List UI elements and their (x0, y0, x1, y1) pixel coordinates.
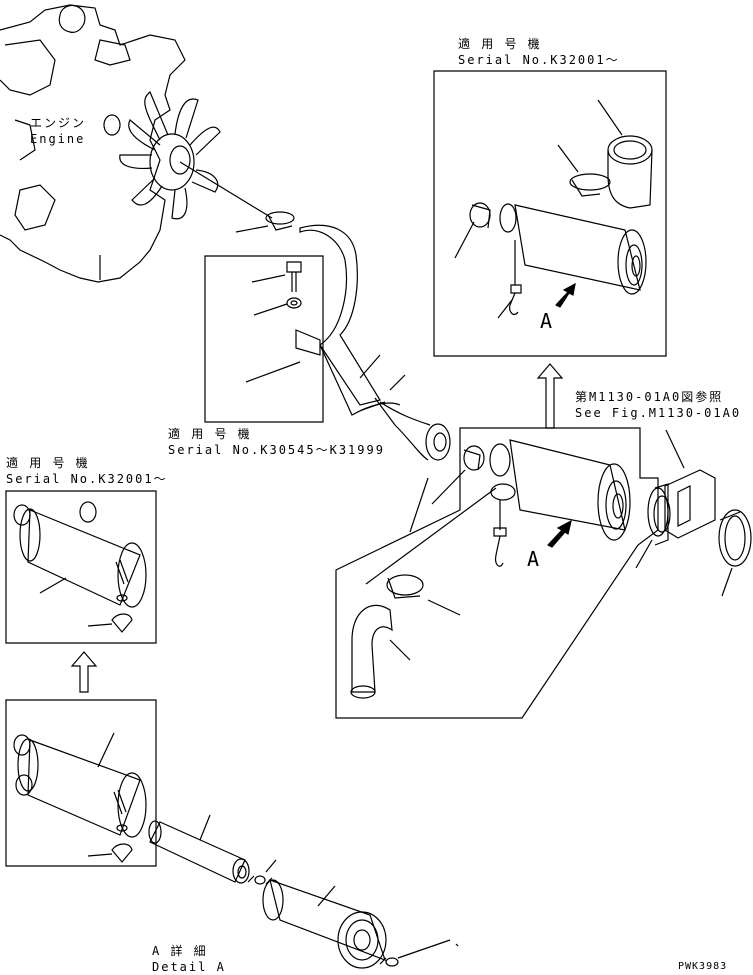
lower-left-air-cleaner (14, 733, 146, 862)
duct-see-fig (636, 430, 751, 596)
main-lower-elbow (351, 605, 410, 698)
hollow-arrow-up-right (538, 364, 562, 428)
top-letter-a: A (540, 309, 553, 333)
bolt-washer-group (246, 262, 301, 382)
main-direction-arrow-icon (548, 521, 571, 547)
top-elbow-hose (598, 100, 652, 208)
top-direction-arrow-icon (556, 284, 575, 307)
drawing-code: PWK3983 (678, 961, 728, 972)
engine-clamp (180, 162, 294, 232)
detail-a-endnut (380, 940, 458, 966)
engine-label-en: Engine (30, 132, 86, 146)
main-letter-a: A (527, 547, 540, 571)
main-detail-box (336, 428, 658, 718)
mid-detail-box (205, 256, 323, 422)
mid-applicable-en: Serial No.K30545～K31999 (168, 443, 385, 457)
top-serial-box (434, 71, 666, 356)
left-top-air-cleaner (14, 502, 146, 632)
left-applicable-jp: 適 用 号 機 (6, 456, 90, 470)
lower-left-box (6, 700, 156, 866)
main-lower-clamp (387, 575, 460, 615)
hose-elbow-to-cleaner (380, 402, 450, 460)
top-applicable-en: Serial No.K32001～ (458, 53, 620, 67)
main-leader-lines (366, 470, 496, 584)
top-air-cleaner (455, 203, 646, 318)
engine-label-jp: エンジン (30, 116, 87, 130)
cooling-fan (120, 92, 220, 219)
left-serial-box (6, 491, 156, 643)
see-fig-jp: 第M1130-01A0図参照 (575, 390, 724, 404)
top-applicable-jp: 適 用 号 機 (458, 37, 542, 51)
top-clamp (558, 145, 610, 196)
detail-a-element-outer (263, 880, 386, 968)
intake-hose-bent (296, 225, 405, 425)
detail-a-element-inner (149, 815, 249, 883)
detail-a-en: Detail A (152, 960, 226, 974)
hollow-arrow-up-left (72, 652, 96, 692)
main-air-cleaner (464, 440, 630, 566)
left-applicable-en: Serial No.K32001～ (6, 472, 168, 486)
mid-applicable-jp: 適 用 号 機 (168, 427, 252, 441)
see-fig-en: See Fig.M1130-01A0 (575, 406, 742, 420)
detail-a-jp: A 詳 細 (152, 944, 208, 958)
engine-illustration (0, 5, 185, 282)
